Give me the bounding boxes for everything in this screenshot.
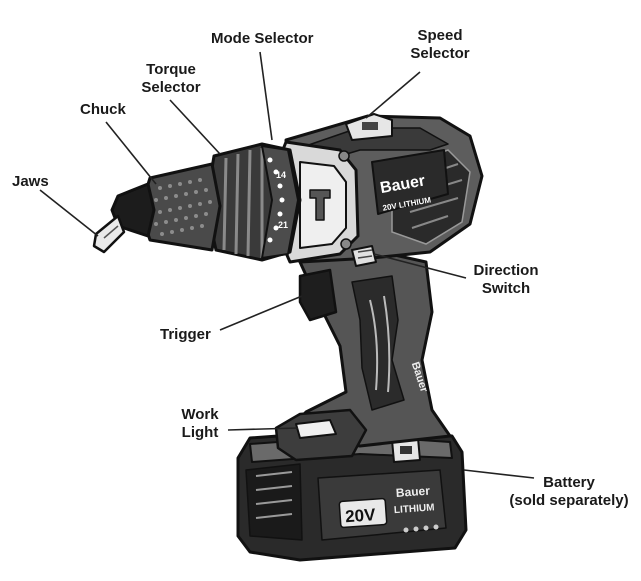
label-speed-selector-line2: Selector (410, 45, 470, 62)
label-torque-selector: Torque Selector (131, 61, 211, 97)
label-direction-switch-line1: Direction (473, 262, 539, 279)
battery-line-mark: LITHIUM (394, 502, 435, 516)
torque-selector-ring: 14 21 (204, 142, 302, 262)
jaws (92, 214, 126, 254)
battery-voltage-mark: 20V (345, 505, 377, 526)
trigger (298, 268, 338, 322)
battery-pack: 20V Bauer LITHIUM (236, 428, 468, 562)
label-speed-selector-line1: Speed (417, 27, 463, 44)
battery-brand-mark: Bauer (395, 484, 430, 500)
label-battery-line1: Battery (543, 474, 595, 491)
label-chuck: Chuck (80, 101, 126, 118)
label-jaws: Jaws (12, 173, 49, 190)
label-trigger: Trigger (160, 326, 211, 343)
chuck (110, 162, 222, 252)
svg-text:14: 14 (276, 170, 286, 180)
label-torque-selector-line2: Selector (141, 79, 201, 96)
label-direction-switch-line2: Switch (481, 280, 531, 297)
label-work-light: Work Light (174, 406, 226, 442)
label-torque-selector-line1: Torque (146, 61, 196, 78)
label-speed-selector: Speed Selector (400, 27, 480, 63)
label-battery: Battery (sold separately) (500, 474, 638, 510)
svg-text:21: 21 (278, 220, 288, 230)
label-work-light-line2: Light (181, 424, 219, 441)
label-work-light-line1: Work (181, 406, 219, 423)
work-light (274, 408, 368, 462)
label-battery-line2: (sold separately) (509, 492, 629, 509)
label-direction-switch: Direction Switch (466, 262, 546, 298)
label-mode-selector: Mode Selector (211, 30, 314, 47)
leader-lines (39, 51, 535, 479)
